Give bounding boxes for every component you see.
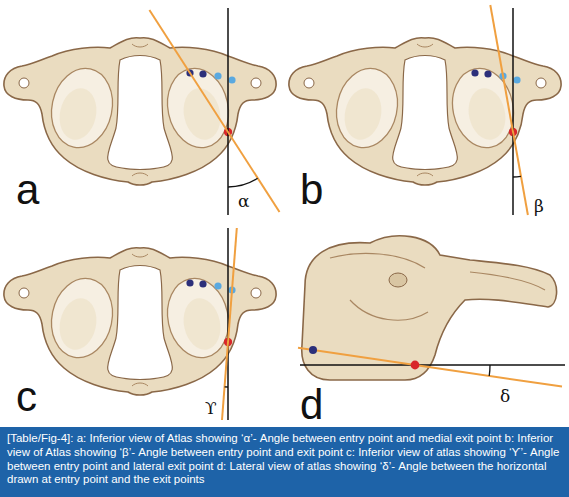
angle-label: ϒ — [205, 400, 217, 417]
angle-label: β — [534, 198, 544, 215]
figure-caption: [Table/Fig-4]: a: Inferior view of Atlas… — [7, 432, 563, 487]
panel-letter: d — [300, 384, 323, 426]
bone-detail — [330, 253, 545, 320]
entry-dot — [411, 361, 420, 370]
angle-arc — [228, 178, 258, 187]
transverse-foramen — [389, 273, 407, 287]
panel-letter: b — [300, 169, 323, 211]
atlas-inferior-view — [4, 38, 276, 185]
horizontal-reference — [300, 364, 565, 366]
screw-trajectory — [490, 5, 528, 215]
screw-trajectory — [298, 348, 562, 387]
reference-line — [227, 8, 229, 215]
reference-line — [512, 8, 514, 215]
atlas-inferior-view — [289, 38, 561, 185]
exit-dot — [309, 346, 317, 354]
angle-arc — [225, 386, 228, 387]
angle-arc — [513, 176, 521, 178]
panel-letter: c — [16, 376, 37, 418]
atlas-inferior-view — [4, 248, 276, 395]
angle-label: δ — [500, 388, 510, 405]
angle-label: α — [238, 193, 249, 210]
caption-band — [0, 427, 569, 497]
atlas-lateral-view — [302, 236, 557, 380]
panel-letter: a — [16, 169, 39, 211]
screw-trajectory — [149, 10, 279, 212]
screw-trajectory — [222, 228, 237, 420]
angle-arc — [489, 365, 491, 376]
